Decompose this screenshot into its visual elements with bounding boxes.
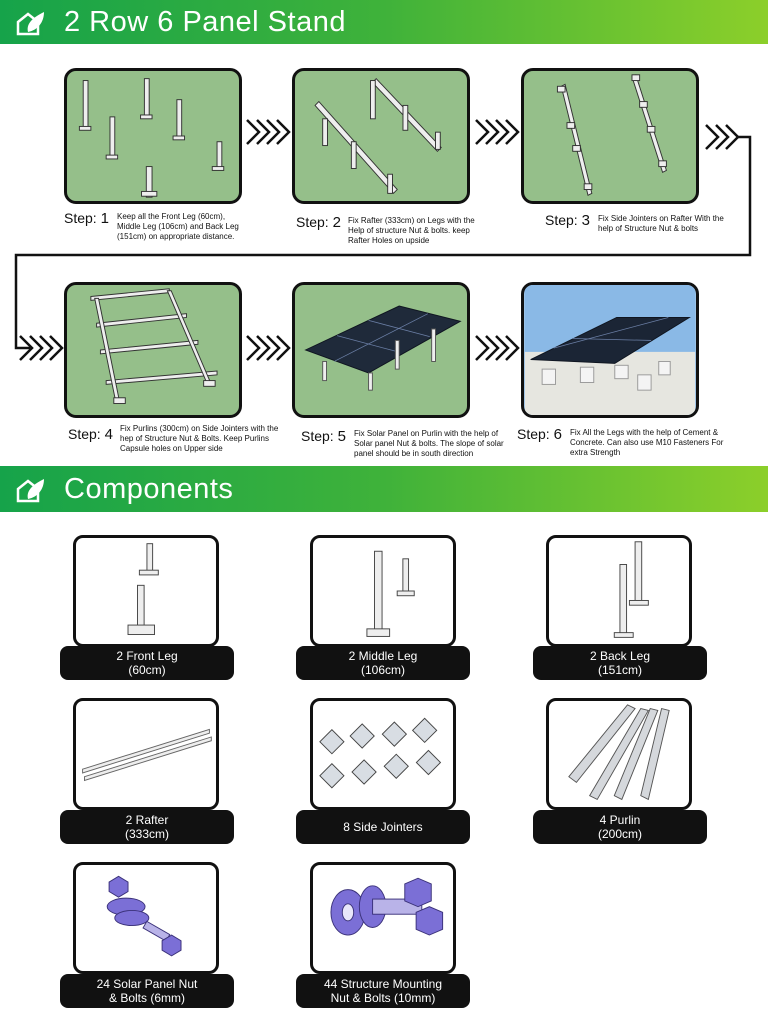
components-title: Components [64, 472, 234, 505]
step-6-label: Step: 6 [517, 426, 562, 443]
step-3-label: Step: 3 [545, 212, 590, 229]
rafter-on-legs-icon [314, 77, 442, 195]
component-middle-leg-label: 2 Middle Leg (106cm) [296, 646, 470, 680]
component-purlin-image [546, 698, 692, 810]
component-front-leg-label: 2 Front Leg (60cm) [60, 646, 234, 680]
purlin-icon [568, 704, 670, 801]
component-rafter-label: 2 Rafter (333cm) [60, 810, 234, 844]
step-4-description: Fix Purlins (300cm) on Side Jointers wit… [120, 424, 279, 453]
step-4-illustration [64, 282, 242, 418]
page-title: 2 Row 6 Panel Stand [64, 5, 346, 38]
step-6-illustration [521, 282, 699, 418]
step-6-description: Fix All the Legs with the help of Cement… [570, 428, 724, 457]
component-purlin-label: 4 Purlin (200cm) [533, 810, 707, 844]
leaf-house-icon [16, 12, 44, 36]
solar-panels-on-purlin-icon [304, 305, 462, 391]
step-5-label: Step: 5 [301, 428, 346, 445]
step-5-illustration [292, 282, 470, 418]
front-leg-icon [127, 543, 159, 636]
back-leg-icon [613, 541, 649, 638]
component-middle-leg-image [310, 535, 456, 647]
solar-panels-concrete-icon [524, 285, 696, 415]
step-1-illustration [64, 68, 242, 204]
title-banner: 2 Row 6 Panel Stand [0, 0, 768, 44]
component-rafter-image [73, 698, 219, 810]
nut-bolt-6mm-icon [106, 875, 182, 957]
components-banner: Components [0, 466, 768, 512]
step-2-illustration [292, 68, 470, 204]
component-solar-panel-bolts-label: 24 Solar Panel Nut & Bolts (6mm) [60, 974, 234, 1008]
step-2-description: Fix Rafter (333cm) on Legs with the Help… [348, 216, 475, 245]
front-middle-back-legs-icon [78, 78, 225, 198]
side-jointers-icon [556, 74, 667, 196]
rafter-icon [82, 728, 212, 782]
step-4-label: Step: 4 [68, 426, 113, 443]
component-side-jointers-image [310, 698, 456, 810]
purlins-icon [90, 288, 218, 405]
step-3-illustration [521, 68, 699, 204]
component-side-jointers-label: 8 Side Jointers [296, 810, 470, 844]
component-back-leg-image [546, 535, 692, 647]
leaf-house-icon [16, 479, 44, 503]
middle-leg-icon [366, 550, 415, 637]
step-1-description: Keep all the Front Leg (60cm), Middle Le… [117, 212, 239, 241]
step-2-label: Step: 2 [296, 214, 341, 231]
component-solar-panel-bolts-image [73, 862, 219, 974]
side-jointer-plates-icon [319, 717, 442, 789]
component-front-leg-image [73, 535, 219, 647]
step-3-description: Fix Side Jointers on Rafter With the hel… [598, 214, 724, 233]
step-5-description: Fix Solar Panel on Purlin with the help … [354, 429, 504, 458]
component-structure-bolts-label: 44 Structure Mounting Nut & Bolts (10mm) [296, 974, 470, 1008]
nut-bolt-10mm-icon [330, 877, 444, 936]
component-back-leg-label: 2 Back Leg (151cm) [533, 646, 707, 680]
component-structure-bolts-image [310, 862, 456, 974]
step-1-label: Step: 1 [64, 210, 109, 227]
